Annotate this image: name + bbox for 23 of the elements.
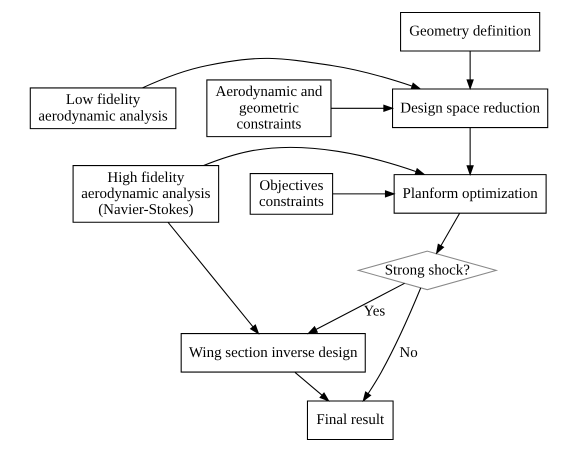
arrow [306, 282, 404, 334]
arrow [466, 128, 474, 176]
arrow [466, 51, 474, 90]
node-box: Wing section inverse design [180, 333, 366, 373]
arrow [294, 372, 330, 402]
node-box: Design space reduction [392, 88, 548, 128]
node-box: Final result [306, 400, 394, 440]
arrow [435, 213, 460, 255]
node-box: High fidelity aerodynamic analysis (Navier-Stokes) [72, 165, 219, 223]
node-diamond: Strong shock? [356, 250, 498, 290]
node-box: Planform optimization [393, 174, 546, 214]
arrow [142, 58, 422, 90]
arrow [332, 190, 396, 198]
node-box: Low fidelity aerodynamic analysis [29, 87, 176, 130]
arrow [167, 222, 259, 335]
arrow [202, 146, 426, 176]
edge-label: Yes [362, 304, 385, 320]
node-box: Aerodynamic and geometric constraints [206, 79, 332, 138]
arrow [362, 288, 421, 402]
node-box: Objectives constraints [249, 173, 333, 215]
arrow [330, 104, 394, 112]
edge-label: No [398, 344, 418, 361]
node-box: Geometry definition [400, 12, 540, 52]
